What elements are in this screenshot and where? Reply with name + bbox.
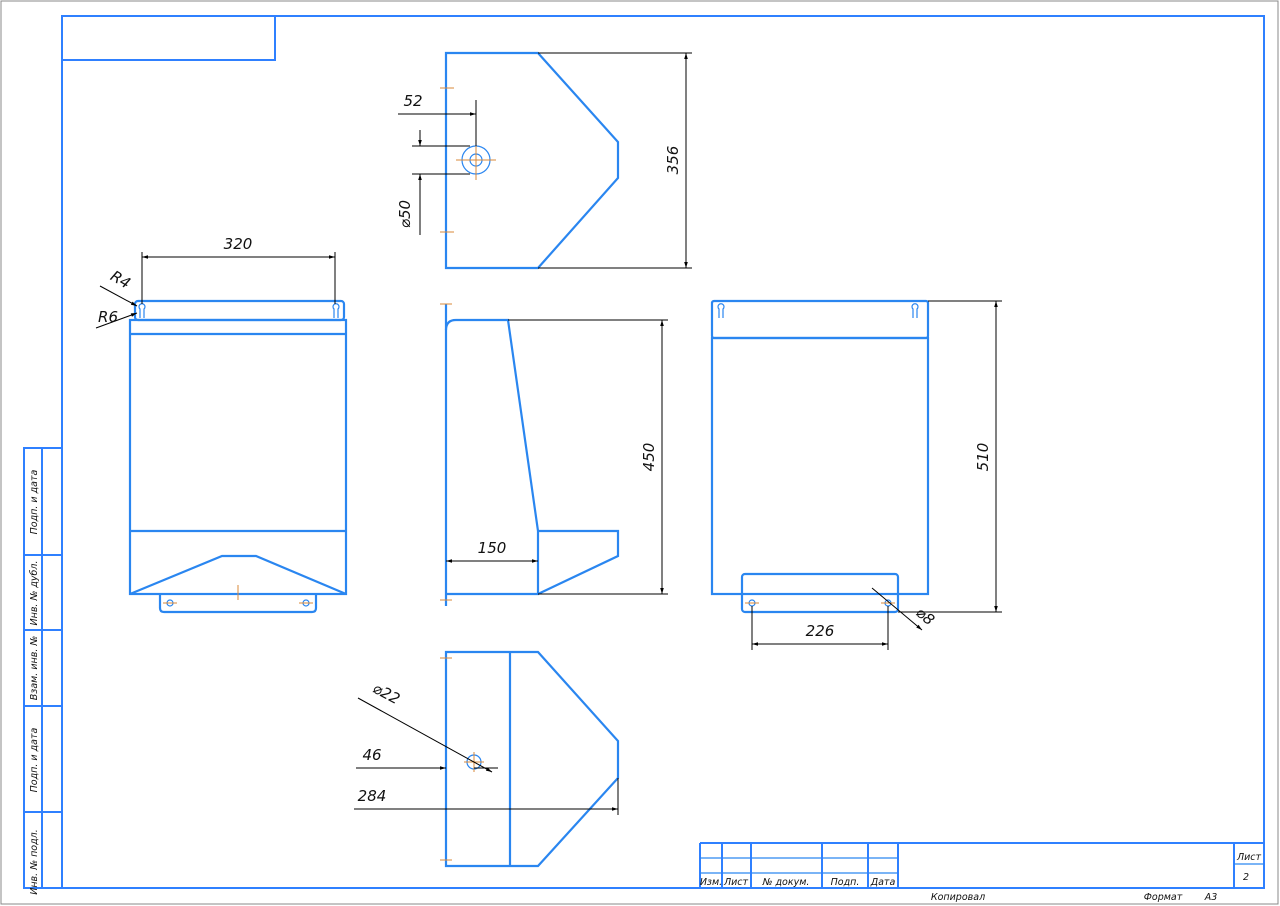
stamp-vzam-inv: Взам. инв. № [29, 636, 40, 701]
format-value: A3 [1204, 892, 1218, 903]
dim-r4: R4 [107, 267, 133, 293]
tb-list: Лист [723, 877, 749, 888]
dim-phi22: ⌀22 [370, 679, 403, 708]
front-right-slot [332, 303, 340, 318]
sheet-label: Лист [1236, 852, 1262, 863]
front-view: 320 R4 R6 [95, 235, 348, 614]
rear-view: 510 226 ⌀8 [710, 299, 1002, 650]
tb-izm: Изм. [700, 877, 722, 888]
dim-450: 450 [640, 443, 658, 472]
rear-right-slot [911, 303, 919, 318]
sheet-number: 2 [1243, 872, 1249, 883]
tb-podp: Подп. [831, 877, 860, 888]
format-label: Формат [1144, 892, 1183, 903]
top-view: 52 ⌀50 356 [396, 51, 692, 270]
dim-52: 52 [403, 92, 422, 110]
copied-label: Копировал [931, 892, 985, 903]
side-view-outline [444, 318, 540, 596]
tb-data: Дата [870, 877, 896, 888]
stamp-podp-data-2: Подп. и дата [29, 469, 40, 534]
front-bottom-flange [158, 594, 318, 614]
rear-left-slot [717, 303, 725, 318]
stamp-inv-dubl: Инв. № дубл. [29, 561, 40, 626]
top-left-box [62, 16, 276, 61]
rear-bottom-flange [740, 572, 900, 614]
tb-dokum: № докум. [762, 877, 810, 888]
dim-356: 356 [664, 146, 682, 175]
dim-phi50: ⌀50 [396, 200, 414, 228]
dim-46: 46 [362, 746, 381, 764]
dim-510: 510 [974, 443, 992, 472]
bottom-view: ⌀22 46 284 [354, 650, 620, 868]
front-left-slot [138, 303, 146, 318]
dim-320: 320 [224, 235, 253, 253]
side-view: 450 150 [440, 303, 668, 606]
title-block: Изм. Лист № докум. Подп. Дата Лист 2 [699, 842, 1264, 888]
bottom-view-outline [444, 650, 620, 868]
dim-226: 226 [806, 622, 835, 640]
drawing-frame [61, 15, 1265, 889]
dim-r6: R6 [98, 308, 118, 326]
stamp-podp-data-1: Подп. и дата [29, 727, 40, 792]
dim-150: 150 [478, 539, 507, 557]
stamp-inv-podl: Инв. № подл. [29, 829, 40, 895]
side-stamp: Инв. № подл. Подп. и дата Взам. инв. № И… [23, 447, 63, 895]
dim-284: 284 [358, 787, 387, 805]
